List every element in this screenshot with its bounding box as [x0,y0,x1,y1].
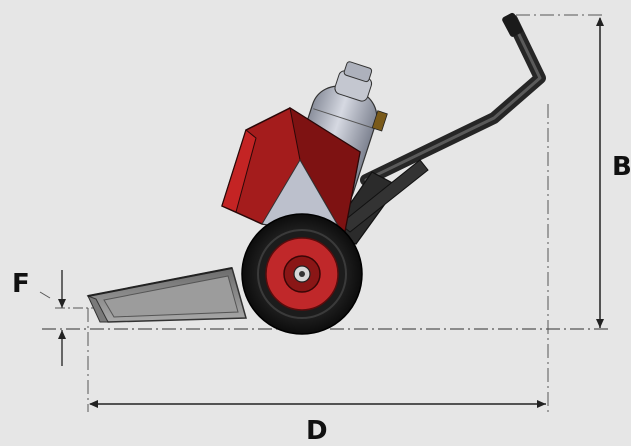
wheel [241,213,363,335]
handle [360,12,546,186]
dimension-b-label: B [612,152,631,182]
dimension-f-arrows [39,270,96,366]
dimension-f-label: F [12,269,30,299]
cutting-deck [86,267,247,323]
engine-cowl [221,106,361,238]
dimension-d-label: D [306,416,328,446]
